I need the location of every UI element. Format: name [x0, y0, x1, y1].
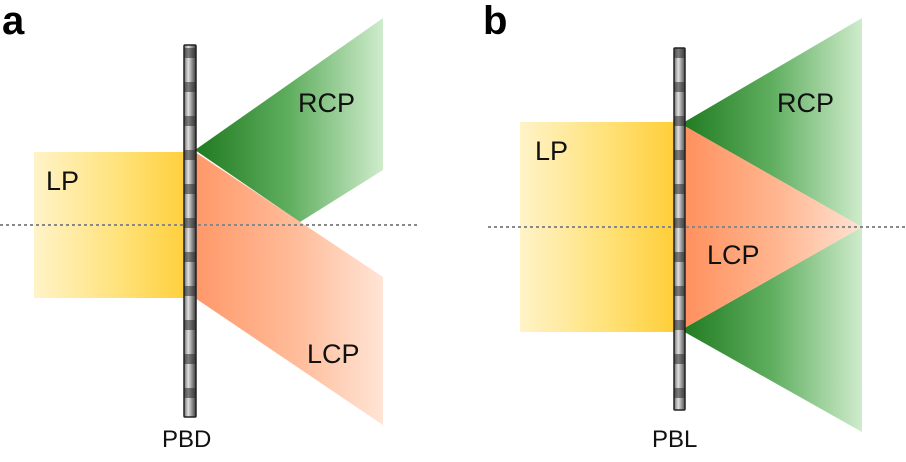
panel-a-rcp-label: RCP — [298, 88, 355, 118]
panel-b-lp-label: LP — [535, 136, 568, 166]
panel-b: b LP RCP LCP PBL — [483, 0, 906, 453]
panel-a-lcp-label: LCP — [307, 339, 360, 369]
panel-b-rcp-lower-beam — [681, 227, 862, 432]
panel-a-rcp-beam — [195, 18, 383, 222]
panel-a-lcp-beam — [195, 152, 383, 425]
panel-b-device-label: PBL — [652, 426, 697, 453]
panel-a-pbd-element — [183, 44, 197, 418]
panel-a: a LP RCP LCP PBD — [0, 0, 420, 453]
panel-b-letter: b — [483, 0, 507, 43]
panel-b-rcp-upper-beam — [681, 18, 862, 227]
panel-a-letter: a — [2, 0, 25, 43]
panel-b-rcp-label: RCP — [777, 88, 834, 118]
panel-a-lp-label: LP — [46, 166, 79, 196]
panel-b-pbl-element — [673, 47, 686, 411]
panel-b-lcp-label: LCP — [707, 240, 760, 270]
panel-a-device-label: PBD — [162, 426, 211, 453]
